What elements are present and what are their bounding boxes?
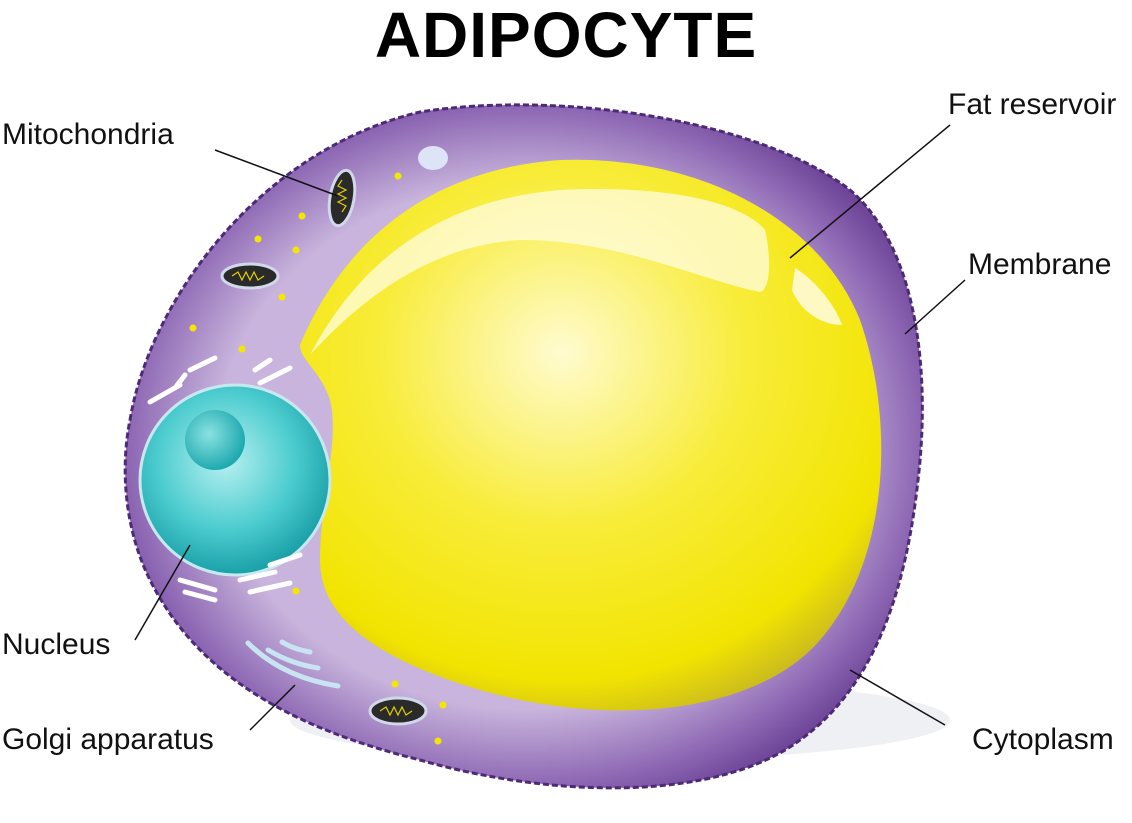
nucleus: [138, 383, 332, 577]
leader-lines: [134, 124, 966, 731]
nucleolus: [185, 410, 245, 470]
label-fat-reservoir: Fat reservoir: [948, 88, 1117, 121]
mitochondria-group: [220, 168, 428, 726]
fat-highlight-small: [792, 268, 842, 325]
golgi-apparatus: [245, 639, 341, 689]
granules: [189, 172, 447, 745]
fat-highlight: [310, 189, 770, 355]
label-golgi-apparatus: Golgi apparatus: [2, 723, 214, 756]
diagram-title: ADIPOCYTE: [374, 0, 758, 71]
label-cytoplasm: Cytoplasm: [972, 723, 1114, 756]
fat-reservoir: [300, 159, 882, 711]
label-membrane: Membrane: [968, 248, 1112, 281]
label-mitochondria: Mitochondria: [2, 118, 174, 151]
mitochondria-cristae: [231, 179, 413, 717]
endoplasmic-reticulum: [147, 355, 303, 603]
vesicle: [418, 146, 448, 170]
label-nucleus: Nucleus: [2, 628, 111, 661]
